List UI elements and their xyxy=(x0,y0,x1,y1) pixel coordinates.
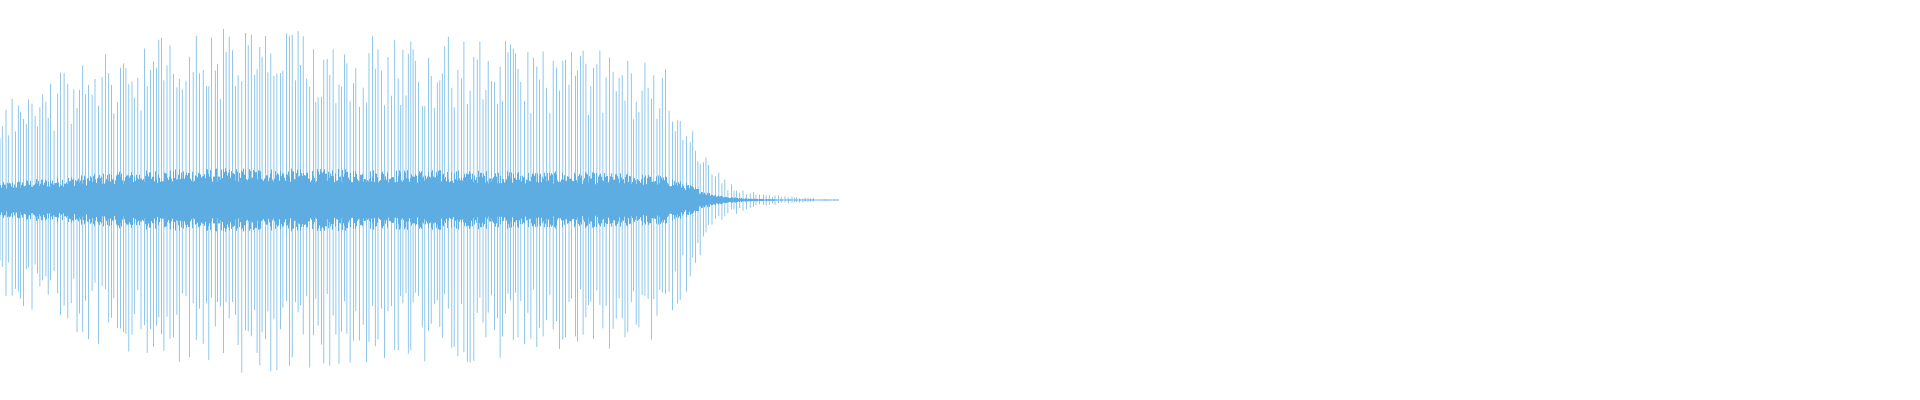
waveform-lines xyxy=(0,28,839,373)
waveform-spikes xyxy=(0,28,814,373)
